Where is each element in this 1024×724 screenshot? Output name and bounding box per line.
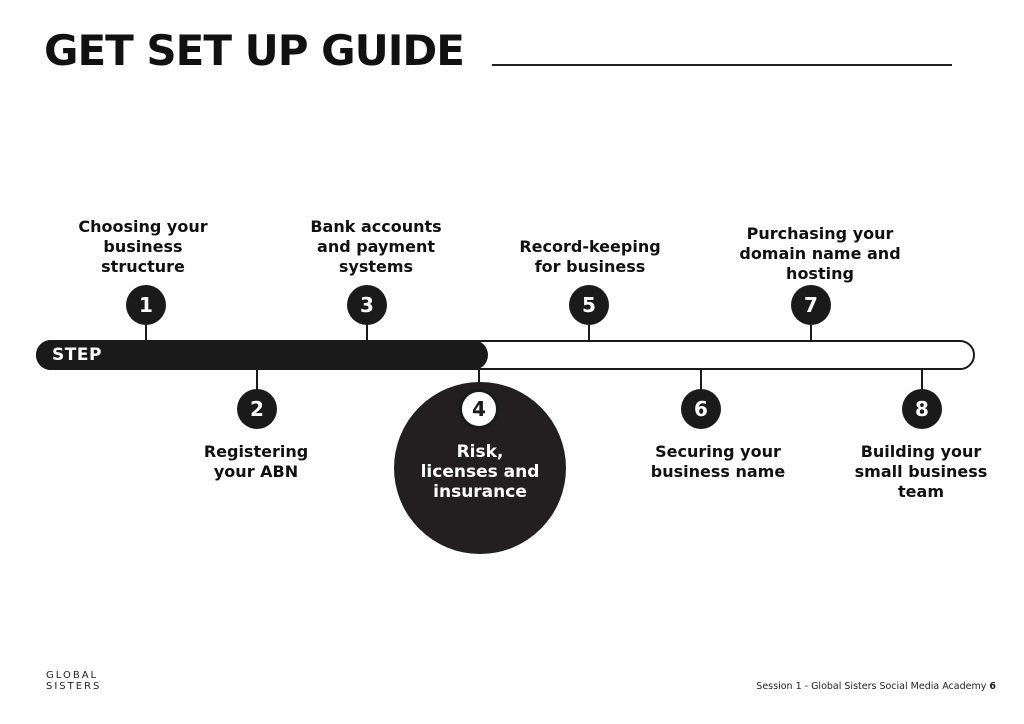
step-node-5: 5 (569, 285, 609, 325)
logo-line-2: SISTERS (46, 681, 102, 692)
tick-2 (256, 370, 258, 390)
tick-5 (588, 325, 590, 341)
tick-3 (366, 325, 368, 341)
tick-4 (478, 370, 480, 390)
step-label-2: Registering your ABN (203, 442, 309, 481)
tick-7 (810, 325, 812, 341)
step-node-1: 1 (126, 285, 166, 325)
step-label-7: Purchasing your domain name and hosting (739, 224, 901, 283)
logo-line-1: GLOBAL (46, 670, 99, 681)
title-rule (492, 64, 952, 66)
step-label-6: Securing your business name (650, 442, 786, 481)
step-node-2: 2 (237, 389, 277, 429)
global-sisters-logo: GLOBAL SISTERS (46, 670, 101, 692)
footer-text: Session 1 - Global Sisters Social Media … (756, 681, 987, 692)
step-label-1: Choosing your business structure (78, 217, 208, 276)
tick-1 (145, 325, 147, 341)
step-label-8: Building your small business team (854, 442, 988, 501)
step-node-4: 4 (459, 389, 499, 429)
step-node-8: 8 (902, 389, 942, 429)
step-label-5: Record-keeping for business (519, 237, 661, 276)
page-title: GET SET UP GUIDE (44, 26, 465, 75)
page-number: 6 (989, 681, 996, 692)
tick-8 (921, 370, 923, 390)
step-label-4: Risk, licenses and insurance (420, 442, 540, 502)
step-node-6: 6 (681, 389, 721, 429)
step-label-3: Bank accounts and payment systems (310, 217, 442, 276)
progress-fill (36, 340, 488, 370)
step-node-3: 3 (347, 285, 387, 325)
step-node-7: 7 (791, 285, 831, 325)
tick-6 (700, 370, 702, 390)
progress-label: STEP (52, 345, 102, 365)
page-footer: Session 1 - Global Sisters Social Media … (756, 681, 996, 692)
